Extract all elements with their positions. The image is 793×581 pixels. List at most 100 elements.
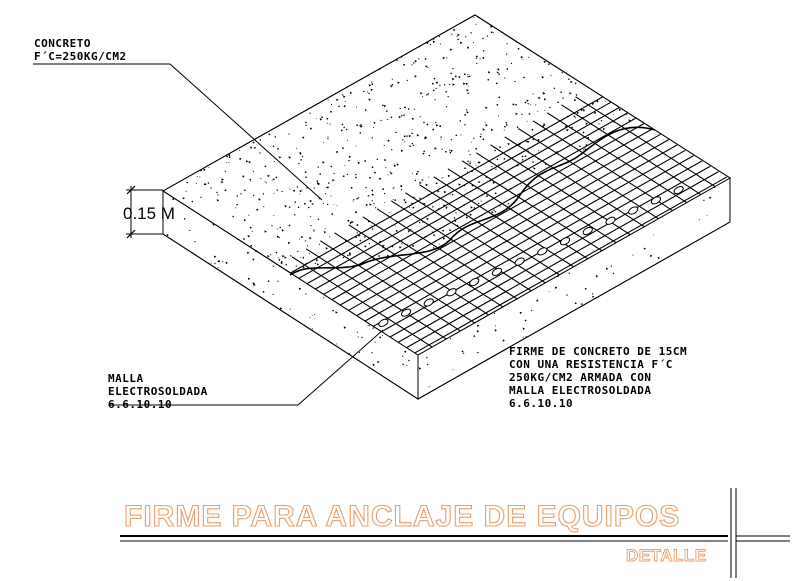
concrete-speck bbox=[288, 224, 291, 227]
concrete-speck bbox=[253, 42, 255, 44]
concrete-speck bbox=[389, 171, 391, 173]
concrete-speck bbox=[232, 24, 234, 26]
concrete-speck bbox=[178, 315, 180, 317]
concrete-speck bbox=[600, 67, 602, 70]
concrete-aggregate bbox=[187, 341, 190, 345]
concrete-speck bbox=[313, 313, 315, 315]
concrete-speck bbox=[276, 189, 278, 191]
concrete-speck bbox=[358, 351, 361, 353]
concrete-speck bbox=[230, 124, 232, 127]
concrete-aggregate bbox=[643, 31, 647, 35]
concrete-speck bbox=[678, 375, 680, 377]
concrete-speck bbox=[273, 192, 275, 194]
concrete-speck bbox=[345, 128, 348, 131]
concrete-speck bbox=[604, 56, 606, 59]
concrete-speck bbox=[640, 68, 642, 70]
concrete-speck bbox=[180, 168, 182, 170]
concrete-speck bbox=[643, 118, 645, 120]
concrete-speck bbox=[462, 352, 465, 354]
concrete-speck bbox=[369, 176, 371, 179]
concrete-speck bbox=[390, 29, 392, 32]
concrete-speck bbox=[524, 101, 527, 104]
concrete-speck bbox=[716, 288, 718, 290]
concrete-speck bbox=[248, 214, 250, 216]
concrete-speck bbox=[203, 163, 206, 165]
concrete-speck bbox=[403, 27, 405, 30]
concrete-speck bbox=[293, 189, 296, 192]
concrete-speck bbox=[429, 398, 432, 399]
concrete-speck bbox=[177, 355, 180, 357]
concrete-speck bbox=[401, 243, 403, 245]
mesh-bar-transverse bbox=[390, 200, 537, 295]
concrete-speck bbox=[287, 113, 289, 115]
concrete-speck bbox=[493, 312, 496, 315]
concrete-speck bbox=[605, 100, 607, 102]
concrete-speck bbox=[450, 139, 452, 141]
concrete-aggregate bbox=[569, 92, 572, 95]
concrete-speck bbox=[259, 298, 262, 300]
concrete-aggregate bbox=[400, 149, 404, 153]
concrete-aggregate bbox=[287, 241, 291, 245]
concrete-aggregate bbox=[543, 60, 547, 64]
concrete-aggregate bbox=[582, 51, 585, 54]
concrete-speck bbox=[235, 86, 237, 88]
concrete-speck bbox=[301, 356, 303, 358]
concrete-speck bbox=[266, 80, 268, 82]
concrete-speck bbox=[348, 33, 350, 35]
concrete-aggregate bbox=[215, 339, 218, 343]
concrete-speck bbox=[441, 177, 443, 179]
concrete-speck bbox=[498, 73, 500, 75]
concrete-speck bbox=[643, 276, 644, 277]
concrete-speck bbox=[253, 370, 256, 373]
concrete-speck bbox=[465, 392, 468, 394]
concrete-speck bbox=[275, 318, 278, 320]
concrete-speck bbox=[391, 149, 393, 151]
concrete-speck bbox=[445, 208, 447, 210]
concrete-aggregate bbox=[457, 33, 460, 37]
concrete-speck bbox=[272, 293, 274, 296]
concrete-speck bbox=[627, 77, 630, 80]
concrete-speck bbox=[215, 156, 217, 158]
concrete-speck bbox=[239, 149, 241, 151]
concrete-speck bbox=[311, 203, 314, 205]
concrete-aggregate bbox=[443, 190, 447, 194]
concrete-speck bbox=[355, 106, 357, 108]
concrete-speck bbox=[329, 123, 331, 125]
concrete-speck bbox=[404, 106, 406, 109]
concrete-speck bbox=[637, 40, 640, 42]
concrete-speck bbox=[487, 78, 490, 81]
concrete-speck bbox=[647, 123, 649, 125]
concrete-speck bbox=[259, 139, 262, 141]
concrete-speck bbox=[304, 21, 306, 24]
concrete-aggregate bbox=[641, 110, 645, 113]
concrete-speck bbox=[260, 177, 262, 180]
concrete-aggregate bbox=[414, 60, 418, 63]
concrete-speck bbox=[295, 147, 297, 149]
concrete-speck bbox=[426, 356, 428, 359]
concrete-aggregate bbox=[228, 315, 232, 318]
concrete-speck bbox=[591, 293, 594, 295]
concrete-speck bbox=[504, 125, 506, 128]
concrete-aggregate bbox=[301, 71, 305, 75]
concrete-speck bbox=[494, 23, 496, 25]
title-block: FIRME PARA ANCLAJE DE EQUIPOS DETALLE bbox=[120, 488, 790, 578]
concrete-aggregate bbox=[570, 80, 573, 84]
concrete-speck bbox=[280, 101, 283, 104]
concrete-speck bbox=[270, 58, 272, 61]
concrete-speck bbox=[263, 44, 265, 47]
drawing-subtitle: DETALLE bbox=[626, 546, 707, 565]
concrete-speck bbox=[388, 211, 390, 213]
concrete-aggregate bbox=[320, 91, 324, 95]
concrete-speck bbox=[168, 21, 170, 23]
concrete-speck bbox=[500, 19, 503, 21]
concrete-speck bbox=[364, 109, 367, 111]
concrete-speck bbox=[356, 124, 358, 126]
concrete-speck bbox=[558, 41, 561, 44]
concrete-speck bbox=[208, 103, 210, 106]
concrete-speck bbox=[644, 22, 646, 24]
concrete-speck bbox=[515, 103, 517, 106]
concrete-aggregate bbox=[267, 174, 270, 178]
concrete-speck bbox=[346, 173, 349, 175]
note-line2: CON UNA RESISTENCIA F´C bbox=[509, 358, 673, 371]
concrete-speck bbox=[215, 25, 218, 28]
